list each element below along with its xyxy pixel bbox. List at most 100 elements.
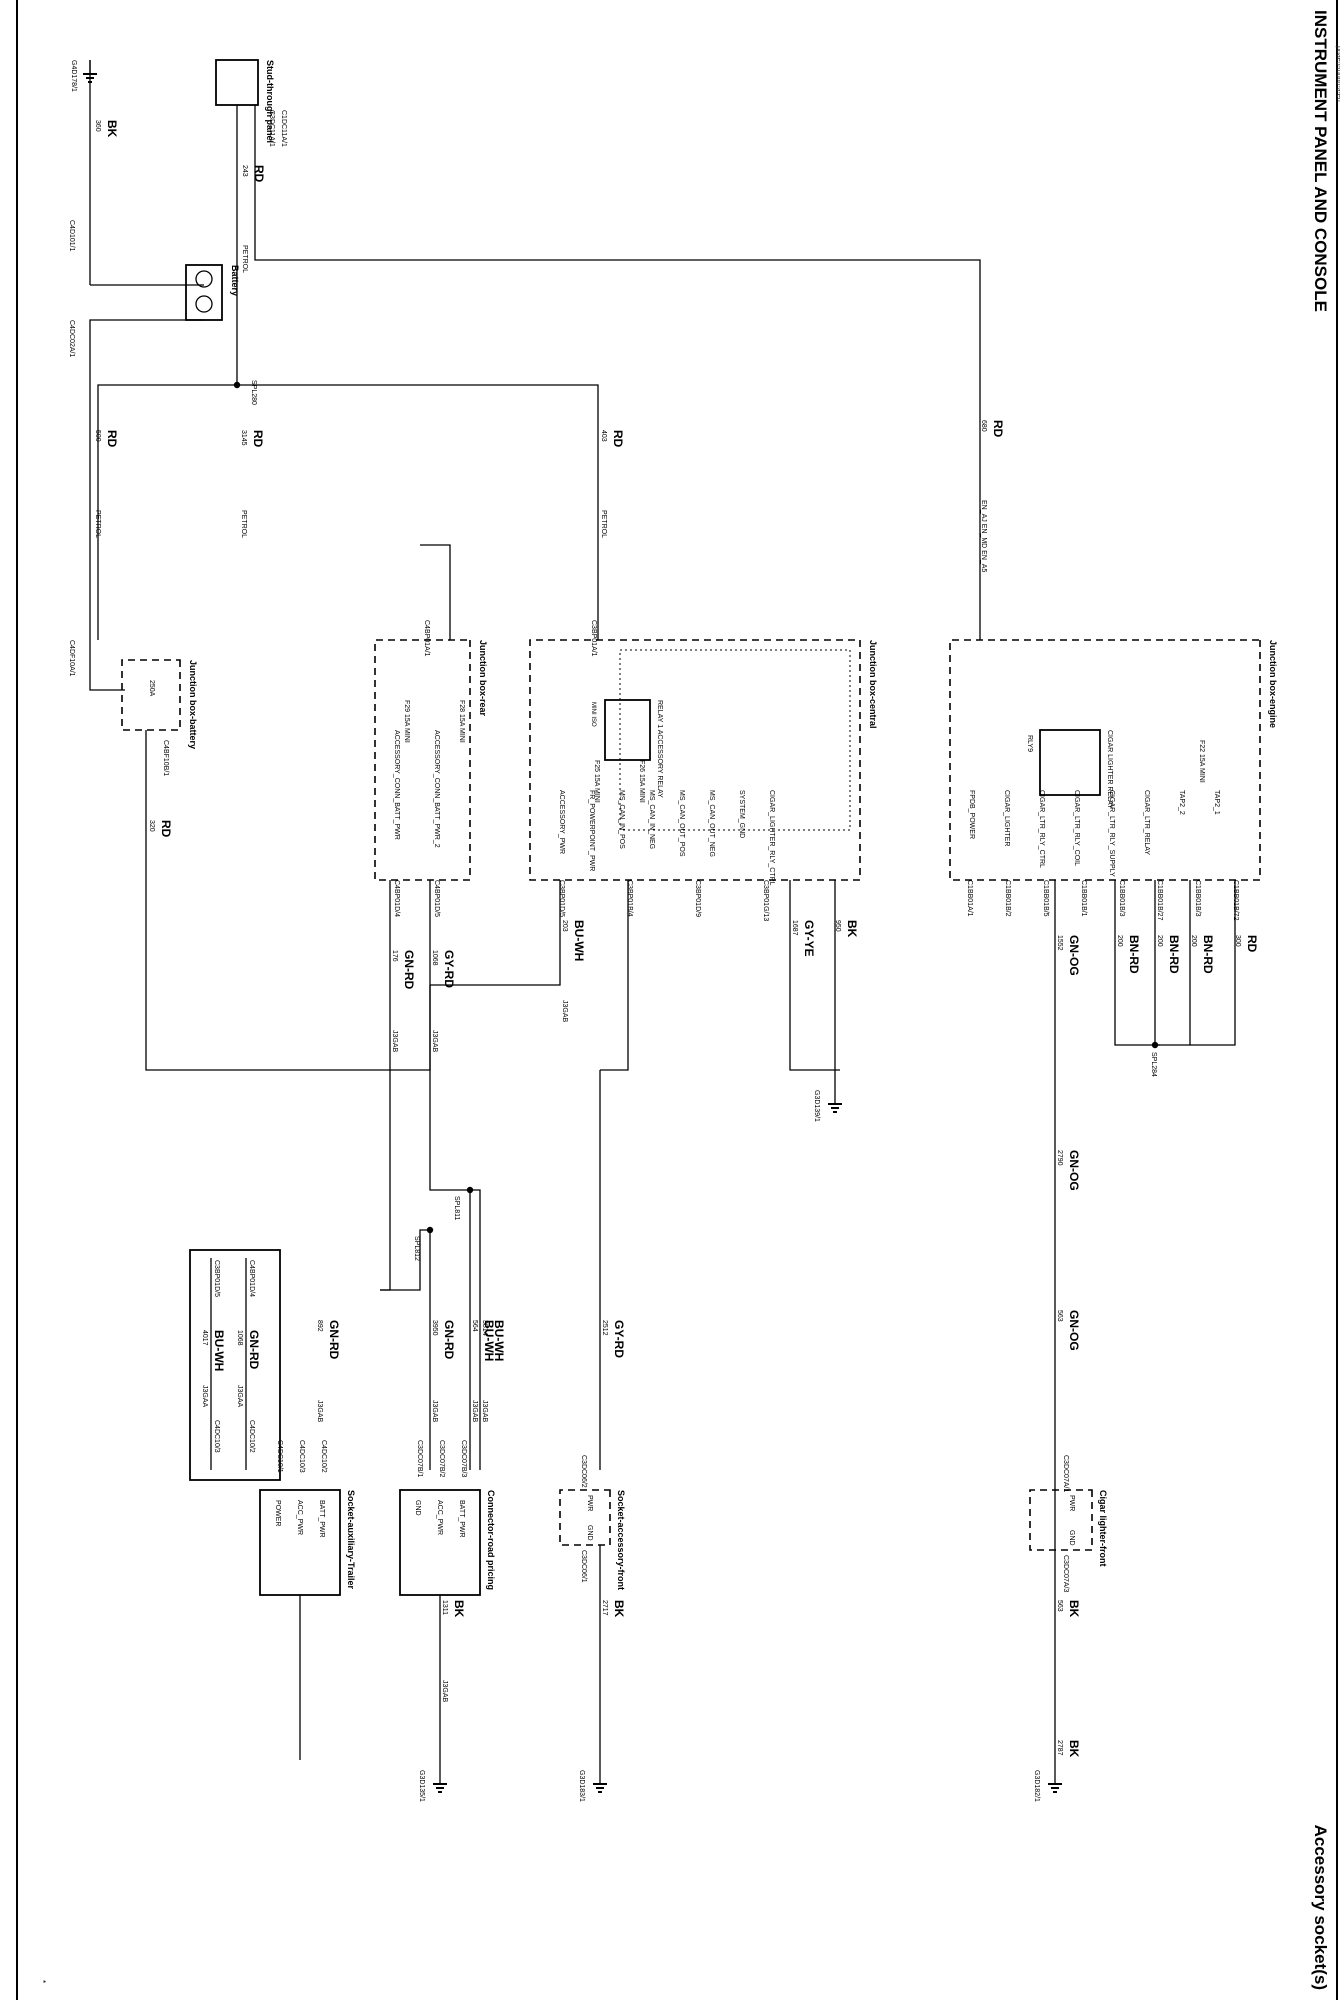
jbc-signal-0: ACCESSORY_PWR (558, 790, 565, 854)
cigar-terminal-gnd: C3DC07A/3 (1062, 1555, 1069, 1592)
cigar-terminal-pwr: C3DC07A/1 (1062, 1455, 1069, 1492)
wire-bk-563-label-color: BK (1067, 1600, 1081, 1618)
junction-box-central-box (529, 639, 861, 881)
legend-box (189, 1249, 281, 1481)
stud-panel-label: Stud-through panel (265, 60, 275, 143)
wire-bn-rd-a (1114, 880, 1160, 1046)
socket-trailer-pin-2: POWER (274, 1500, 281, 1526)
jbe-terminal-0: C1BB01A/1 (966, 880, 973, 917)
wire-bu-wh-203-label-harness: J3GAB (561, 1000, 568, 1023)
wire-rd-3145 (97, 384, 237, 640)
socket-trailer-terminal-1: C4DC10/3 (298, 1440, 305, 1473)
legend-row-1-color: BU-WH (212, 1330, 226, 1371)
wire-bn-rd-200-c-label-color: BN-RD (1201, 935, 1215, 974)
jbe-signal-5: CIGAR_LTR_RELAY (1143, 790, 1150, 855)
splice-spl811-label: SPL811 (453, 1196, 460, 1220)
wire-gy-rd-1068-label-color: GY-RD (442, 950, 456, 988)
jbb-terminal-a: C4DF10A/1 (68, 640, 75, 677)
battery-terminal-a: C4D101/1 (68, 220, 75, 252)
jbc-terminal-0: C3BP01D/5 (558, 880, 565, 917)
wire-gy-rd-1068-label-circuit: 1068 (431, 950, 438, 966)
jbc-fuse-f25: F25 15A MINI (593, 760, 600, 803)
jbe-signal-2: CIGAR_LTR_RLY_CTRL (1038, 790, 1045, 868)
jbr-signal-b: ACCESSORY_CONN_BATT_PWR (393, 730, 400, 840)
wire-bn-rd-200-a-label-color: BN-RD (1127, 935, 1141, 974)
wire-gn-og-1552-label-color: GN-OG (1067, 935, 1081, 976)
ground-g4d178-label: G4D178/1 (70, 60, 77, 92)
wire-rd-320-label-circuit: 320 (148, 820, 155, 832)
wire-rd-3145-label-harness: PETROL (240, 510, 247, 538)
jbr-fuse-f28: F28 15A MINI (458, 700, 465, 743)
legend-row-0-harness: J3GAA (236, 1385, 243, 1408)
wire-bu-wh-564-label-harness: J3GAB (471, 1400, 478, 1423)
wire-gy-ye-1687 (789, 880, 840, 1071)
wire-rd-243-label-circuit: 243 (241, 165, 248, 177)
legend-row-0-to: C4DC10/2 (248, 1420, 255, 1453)
legend-row-1-harness: J3GAA (201, 1385, 208, 1408)
cigar-lighter-label: Cigar lighter-front (1098, 1490, 1108, 1567)
wire-gn-rd-3950-label-harness: J3GAB (431, 1400, 438, 1423)
wire-bn-rd-200-c-label-circuit: 200 (1190, 935, 1197, 947)
cigar-pin-gnd: GND (1068, 1530, 1075, 1546)
wire-rd-680-label-circuit: 680 (980, 420, 987, 432)
connector-road-terminal-2: C3DC07B/1 (416, 1440, 423, 1477)
jbc-terminal-2: C3BP01D/9 (694, 880, 701, 917)
wire-bu-wh-3814-label-harness: J3GAB (481, 1400, 488, 1423)
wire-rd-3145-label-circuit: 3145 (240, 430, 247, 446)
wire-gn-og-563-label-color: GN-OG (1067, 1310, 1081, 1351)
battery-pos-terminal (195, 295, 213, 313)
socket-front-pin-gnd: GND (586, 1525, 593, 1541)
socket-front-terminal-a: C3DC06/2 (580, 1455, 587, 1488)
jbe-terminal-2: C1BB01B/5 (1042, 880, 1049, 917)
legend-row-0-color: GN-RD (247, 1330, 261, 1370)
wire-gn-rd-176-label-harness: J3GAB (391, 1030, 398, 1053)
junction-box-rear-box (374, 639, 471, 881)
connector-road-pin-0: BATT_PWR (458, 1500, 465, 1538)
jbe-signal-3: CIGAR_LTR_RLY_COIL (1073, 790, 1080, 866)
jbc-signal-2: MS_CAN_IN_POS (618, 790, 625, 849)
jbe-signal-1: CIGAR_LIGHTER (1003, 790, 1010, 846)
jbc-signal-1: FR_POWERPOINT_PWR (588, 790, 595, 871)
stud-terminal-a: C3DC11A/1 (268, 110, 275, 147)
connector-road-label: Connector-road pricing (486, 1490, 496, 1590)
wire-gn-rd-892 (380, 1229, 430, 1291)
splice-spl284-dot (1151, 1041, 1159, 1049)
jbc-inner-dotted (619, 649, 851, 831)
wire-rd-300 (1190, 880, 1236, 1046)
connector-road-terminal-1: C3DC07B/2 (438, 1440, 445, 1477)
wire-gy-rd-2512-label-circuit: 2512 (601, 1320, 608, 1336)
wire-rd-403-label-color: RD (611, 430, 625, 448)
ground-g3d182-label: G3D182/1 (1033, 1770, 1040, 1802)
wire-bu-wh-564-label-circuit: 564 (471, 1320, 478, 1332)
jbb-fuse: 250A (148, 680, 155, 697)
wire-gn-og-2790-label-color: GN-OG (1067, 1150, 1081, 1191)
jbr-label: Junction box-rear (478, 640, 488, 717)
wire-bu-wh-203-label-color: BU-WH (572, 920, 586, 961)
wire-rd-3145-label-color: RD (251, 430, 265, 448)
wire-to-socket-front (600, 880, 629, 1071)
ground-g3d135-label: G3D135/1 (418, 1770, 425, 1802)
jbb-label: Junction box-battery (188, 660, 198, 749)
wire-rd-403-label-circuit: 403 (600, 430, 607, 442)
splice-spl284-label: SPL284 (1150, 1052, 1157, 1077)
wire-bu-wh-3814-label-circuit: 3814 (481, 1320, 488, 1336)
wire-bk-950-label-circuit: 950 (834, 920, 841, 932)
socket-front-pin-pwr: PWR (586, 1495, 593, 1511)
jbe-terminal-1: C1BB01B/2 (1004, 880, 1011, 917)
wire-rd-243-label-color: RD (252, 165, 266, 183)
jbr-terminal-b: C4BP01D/4 (393, 880, 400, 917)
jbc-fuse-f26: F26 15A MINI (638, 760, 645, 803)
connector-road-pin-2: GND (414, 1500, 421, 1516)
socket-front-terminal-b: C3DC06/1 (580, 1550, 587, 1583)
jbc-signal-3: MS_CAN_IN_NEG (648, 790, 655, 849)
ground-g3d183-label: G3D183/1 (578, 1770, 585, 1802)
wire-gy-rd-2512-label-color: GY-RD (612, 1320, 626, 1358)
jbe-terminal-5: C1BB01B/27 (1156, 880, 1163, 921)
socket-accessory-front-box (559, 1489, 611, 1546)
jbe-relay-label: CIGAR LIGHTER RELAY (1106, 730, 1113, 809)
wire-bn-rd-200-b-label-color: BN-RD (1167, 935, 1181, 974)
jbe-terminal-3: C1BB01B/1 (1080, 880, 1087, 917)
wire-bk-950-label-color: BK (845, 920, 859, 938)
jbe-relay-box (1039, 729, 1101, 796)
wire-gn-rd-892-label-color: GN-RD (327, 1320, 341, 1360)
